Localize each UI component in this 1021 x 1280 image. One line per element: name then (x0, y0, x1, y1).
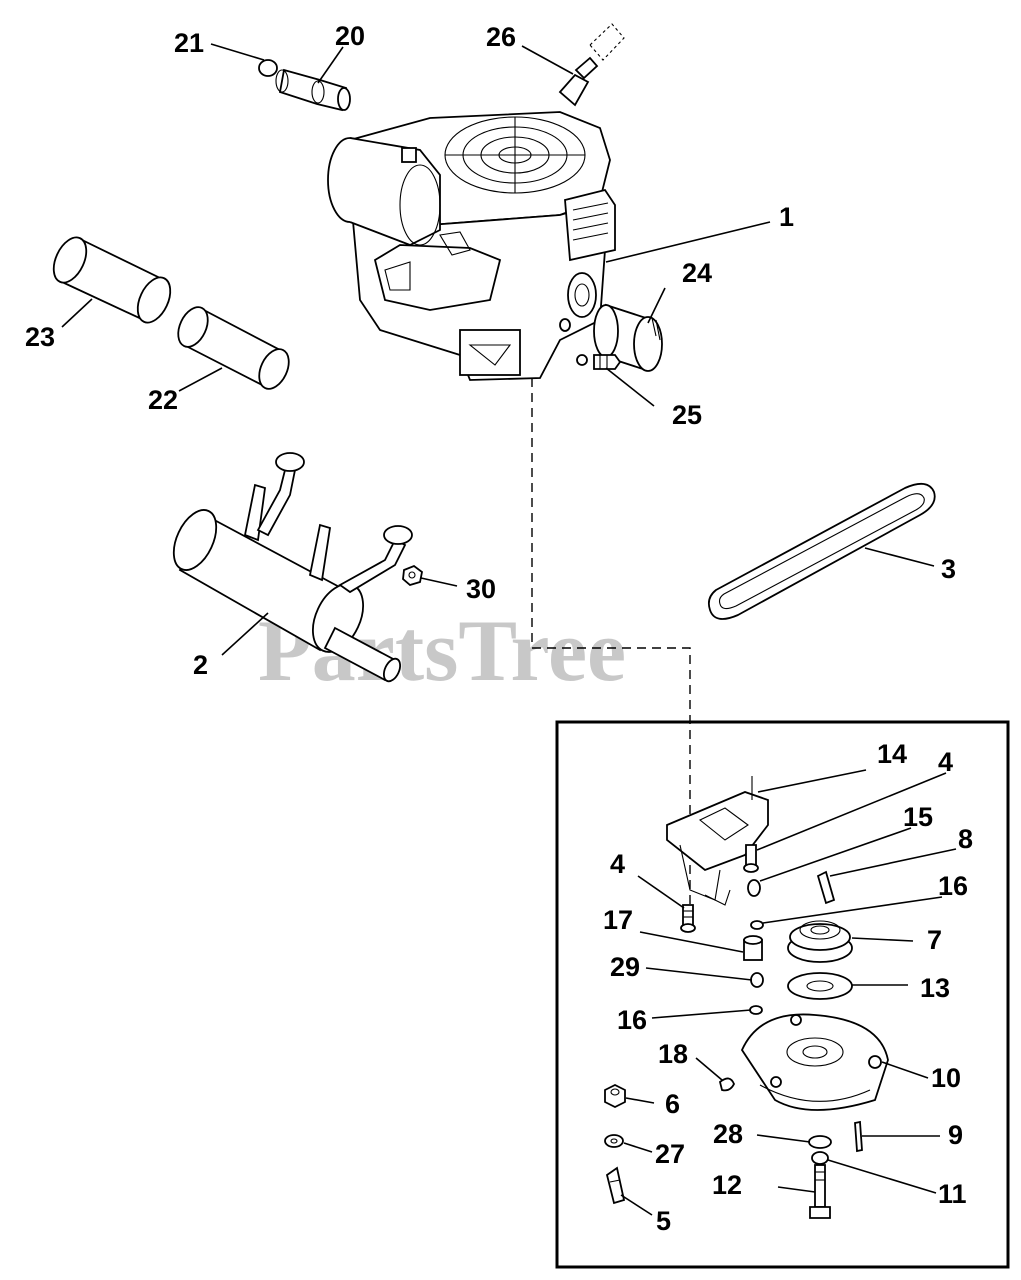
callout-2: 2 (193, 650, 208, 680)
bolt-part-4b (743, 844, 759, 873)
belt-part (707, 482, 936, 620)
callout-12: 12 (712, 1170, 742, 1200)
washer-part-16a (750, 920, 764, 930)
callout-26: 26 (486, 22, 516, 52)
callout-20: 20 (335, 21, 365, 51)
spacer-part-29 (750, 972, 764, 988)
washer-part-13 (787, 972, 853, 1000)
pin-part-9 (854, 1120, 863, 1153)
fuel-fitting-part (558, 23, 625, 107)
callout-14: 14 (877, 739, 907, 769)
breather-tube-part (258, 59, 351, 112)
spacer-part-15 (747, 879, 761, 897)
callout-24: 24 (682, 258, 712, 288)
callout-17: 17 (603, 905, 633, 935)
callout-18: 18 (658, 1039, 688, 1069)
callout-1: 1 (779, 202, 794, 232)
callout-25: 25 (672, 400, 702, 430)
callout-21: 21 (174, 28, 204, 58)
callout-4-upper: 4 (938, 747, 953, 777)
clutch-part-10 (740, 1013, 889, 1111)
callout-8: 8 (958, 824, 973, 854)
clutch-bracket-part (666, 776, 769, 906)
callout-13: 13 (920, 973, 950, 1003)
callout-5: 5 (656, 1206, 671, 1236)
nut-part-30 (402, 564, 423, 587)
pulley-part-7 (787, 920, 853, 963)
washer-part-16b (749, 1005, 763, 1015)
spring-part-18 (718, 1077, 735, 1092)
callout-30: 30 (466, 574, 496, 604)
drain-fitting-part (576, 354, 622, 370)
bolt-part-12 (809, 1164, 831, 1219)
callout-10: 10 (931, 1063, 961, 1093)
callout-7: 7 (927, 925, 942, 955)
nut-part-6 (604, 1083, 626, 1109)
muffler-part (172, 452, 413, 683)
callout-28: 28 (713, 1119, 743, 1149)
filter-sleeve-22 (177, 306, 290, 390)
engine-to-clutch-connector (531, 378, 691, 905)
bolt-part-4a (680, 904, 696, 933)
callout-16-upper: 16 (938, 871, 968, 901)
callout-11: 11 (938, 1179, 967, 1209)
callout-23: 23 (25, 322, 55, 352)
key-part-8 (816, 870, 836, 905)
oil-filter-part (593, 303, 663, 372)
callout-15: 15 (903, 802, 933, 832)
washer-part-28 (808, 1135, 832, 1149)
callout-3: 3 (941, 554, 956, 584)
callout-22: 22 (148, 385, 178, 415)
leader-lines (61, 43, 957, 1216)
callout-labels: 21 20 26 1 24 25 23 22 2 30 3 14 4 15 8 … (25, 21, 973, 1236)
bushing-part-17 (743, 935, 763, 961)
callout-27: 27 (655, 1139, 685, 1169)
pin-part-5 (605, 1166, 626, 1205)
callout-6: 6 (665, 1089, 680, 1119)
callout-9: 9 (948, 1120, 963, 1150)
filter-sleeve-23 (52, 236, 172, 324)
callout-4-lower: 4 (610, 849, 625, 879)
engine-assembly (327, 111, 616, 381)
callout-29: 29 (610, 952, 640, 982)
lockwasher-part-11 (811, 1151, 829, 1165)
callout-16-lower: 16 (617, 1005, 647, 1035)
washer-part-27 (604, 1134, 624, 1148)
clutch-detail-box (555, 720, 1010, 1269)
